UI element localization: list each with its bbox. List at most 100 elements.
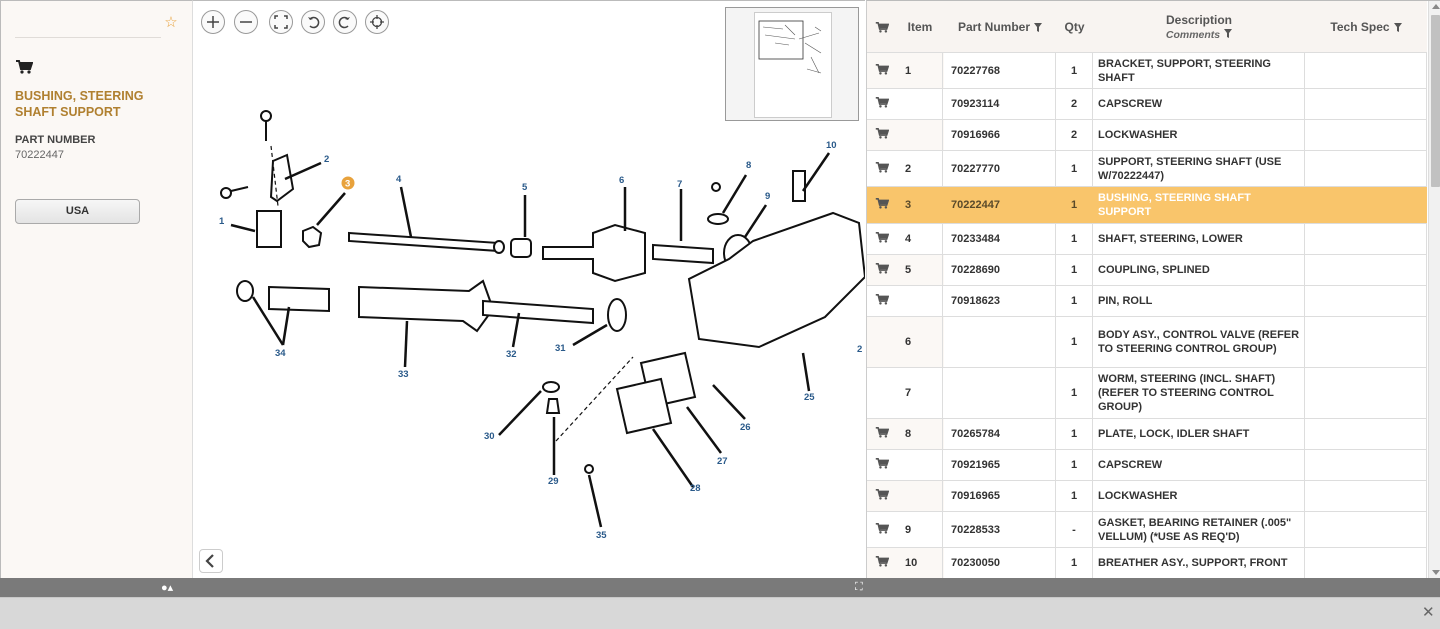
cart-icon[interactable]: [875, 21, 889, 34]
cart-icon[interactable]: [875, 457, 890, 473]
cart-icon[interactable]: [875, 555, 890, 571]
header-part-number[interactable]: Part Number: [944, 1, 1056, 53]
center-target-button[interactable]: [365, 10, 389, 34]
rotate-right-icon: [338, 16, 350, 29]
callout-29: 29: [548, 476, 559, 487]
cart-icon[interactable]: [875, 161, 890, 177]
exploded-parts-drawing: 1 2 3 4 5 6 7 8 9 10 34 33 32 31 30 29 2…: [219, 110, 865, 541]
part-5-coupling: [510, 238, 532, 258]
cart-icon[interactable]: [875, 426, 890, 442]
description-cell: CAPSCREW: [1093, 89, 1305, 119]
part-number-label: PART NUMBER: [15, 134, 96, 146]
user-menu-icon[interactable]: ●▴: [161, 582, 174, 594]
qty-cell: 1: [1056, 317, 1093, 367]
item-cell: 2: [897, 151, 943, 186]
cart-icon[interactable]: [875, 197, 890, 213]
cart-icon[interactable]: [875, 63, 890, 79]
part-31-disc: [607, 298, 627, 332]
row-cart-cell: [867, 224, 897, 254]
part-number-cell: [944, 317, 1056, 367]
expand-icon[interactable]: ⛶: [855, 581, 863, 593]
zoom-out-button[interactable]: [234, 10, 258, 34]
header-comments: Comments: [1166, 29, 1233, 41]
fit-to-screen-button[interactable]: [269, 10, 293, 34]
row-cart-cell: [867, 255, 897, 285]
row-cart-cell: [867, 187, 897, 223]
cart-icon[interactable]: [875, 488, 890, 504]
callout-6: 6: [619, 175, 624, 186]
part-10-breather: [792, 170, 806, 202]
tech-spec-cell: [1305, 151, 1427, 186]
exploded-diagram-viewer[interactable]: 1 2 3 4 5 6 7 8 9 10 34 33 32 31 30 29 2…: [193, 0, 865, 578]
region-button[interactable]: USA: [15, 199, 140, 224]
cart-icon[interactable]: [875, 293, 890, 309]
filter-icon[interactable]: [1224, 29, 1233, 38]
minimap-drawing: [758, 20, 822, 74]
item-cell: 10: [897, 548, 943, 578]
zoom-in-button[interactable]: [201, 10, 225, 34]
part-detail-panel: ☆ BUSHING, STEERING SHAFT SUPPORT PART N…: [0, 0, 193, 578]
qty-cell: 1: [1056, 548, 1093, 578]
part-title: BUSHING, STEERING SHAFT SUPPORT: [15, 89, 144, 119]
rotate-left-button[interactable]: [301, 10, 325, 34]
cart-icon[interactable]: [875, 231, 890, 247]
chevron-left-icon: [205, 554, 214, 568]
header-qty[interactable]: Qty: [1056, 1, 1093, 53]
part-1-bracket-block: [256, 210, 282, 248]
description-cell: PLATE, LOCK, IDLER SHAFT: [1093, 419, 1305, 449]
cart-icon[interactable]: [875, 522, 890, 538]
cart-icon[interactable]: [875, 127, 890, 143]
callout-2-edge: 2: [857, 344, 862, 355]
callout-1: 1: [219, 216, 225, 227]
description-cell: LOCKWASHER: [1093, 120, 1305, 150]
item-cell: 1: [897, 53, 943, 88]
scroll-down-arrow-icon[interactable]: [1432, 570, 1440, 575]
table-scrollbar[interactable]: [1428, 1, 1440, 578]
qty-cell: 1: [1056, 224, 1093, 254]
header-tech-spec[interactable]: Tech Spec: [1305, 1, 1427, 53]
row-cart-cell: [867, 368, 897, 418]
callout-labels: 1 2 3 4 5 6 7 8 9 10 34 33 32 31 30 29 2…: [219, 140, 862, 541]
rotate-right-button[interactable]: [333, 10, 357, 34]
collapse-panel-button[interactable]: [199, 549, 223, 573]
scroll-up-arrow-icon[interactable]: [1432, 4, 1440, 9]
header-description[interactable]: Description Comments: [1093, 1, 1305, 53]
description-cell: CAPSCREW: [1093, 450, 1305, 480]
close-icon[interactable]: ✕: [1422, 604, 1435, 621]
cart-icon[interactable]: [875, 96, 890, 112]
callout-35: 35: [596, 530, 607, 541]
header-cart-column: [867, 1, 897, 53]
tech-spec-cell: [1305, 368, 1427, 418]
filter-icon[interactable]: [1393, 22, 1402, 32]
description-cell: BUSHING, STEERING SHAFT SUPPORT: [1093, 187, 1305, 223]
cart-icon[interactable]: [875, 262, 890, 278]
part-number-cell: 70923114: [944, 89, 1056, 119]
favorite-star-icon[interactable]: ☆: [164, 14, 178, 31]
divider: [15, 37, 161, 38]
cart-icon[interactable]: [15, 59, 33, 75]
description-cell: BRACKET, SUPPORT, STEERING SHAFT: [1093, 53, 1305, 88]
scroll-thumb[interactable]: [1431, 15, 1440, 187]
filter-icon[interactable]: [1034, 22, 1043, 32]
diagram-minimap[interactable]: [725, 7, 859, 121]
tech-spec-cell: [1305, 317, 1427, 367]
description-cell: BREATHER ASY., SUPPORT, FRONT: [1093, 548, 1305, 578]
qty-cell: 2: [1056, 89, 1093, 119]
header-item[interactable]: Item: [897, 1, 943, 53]
